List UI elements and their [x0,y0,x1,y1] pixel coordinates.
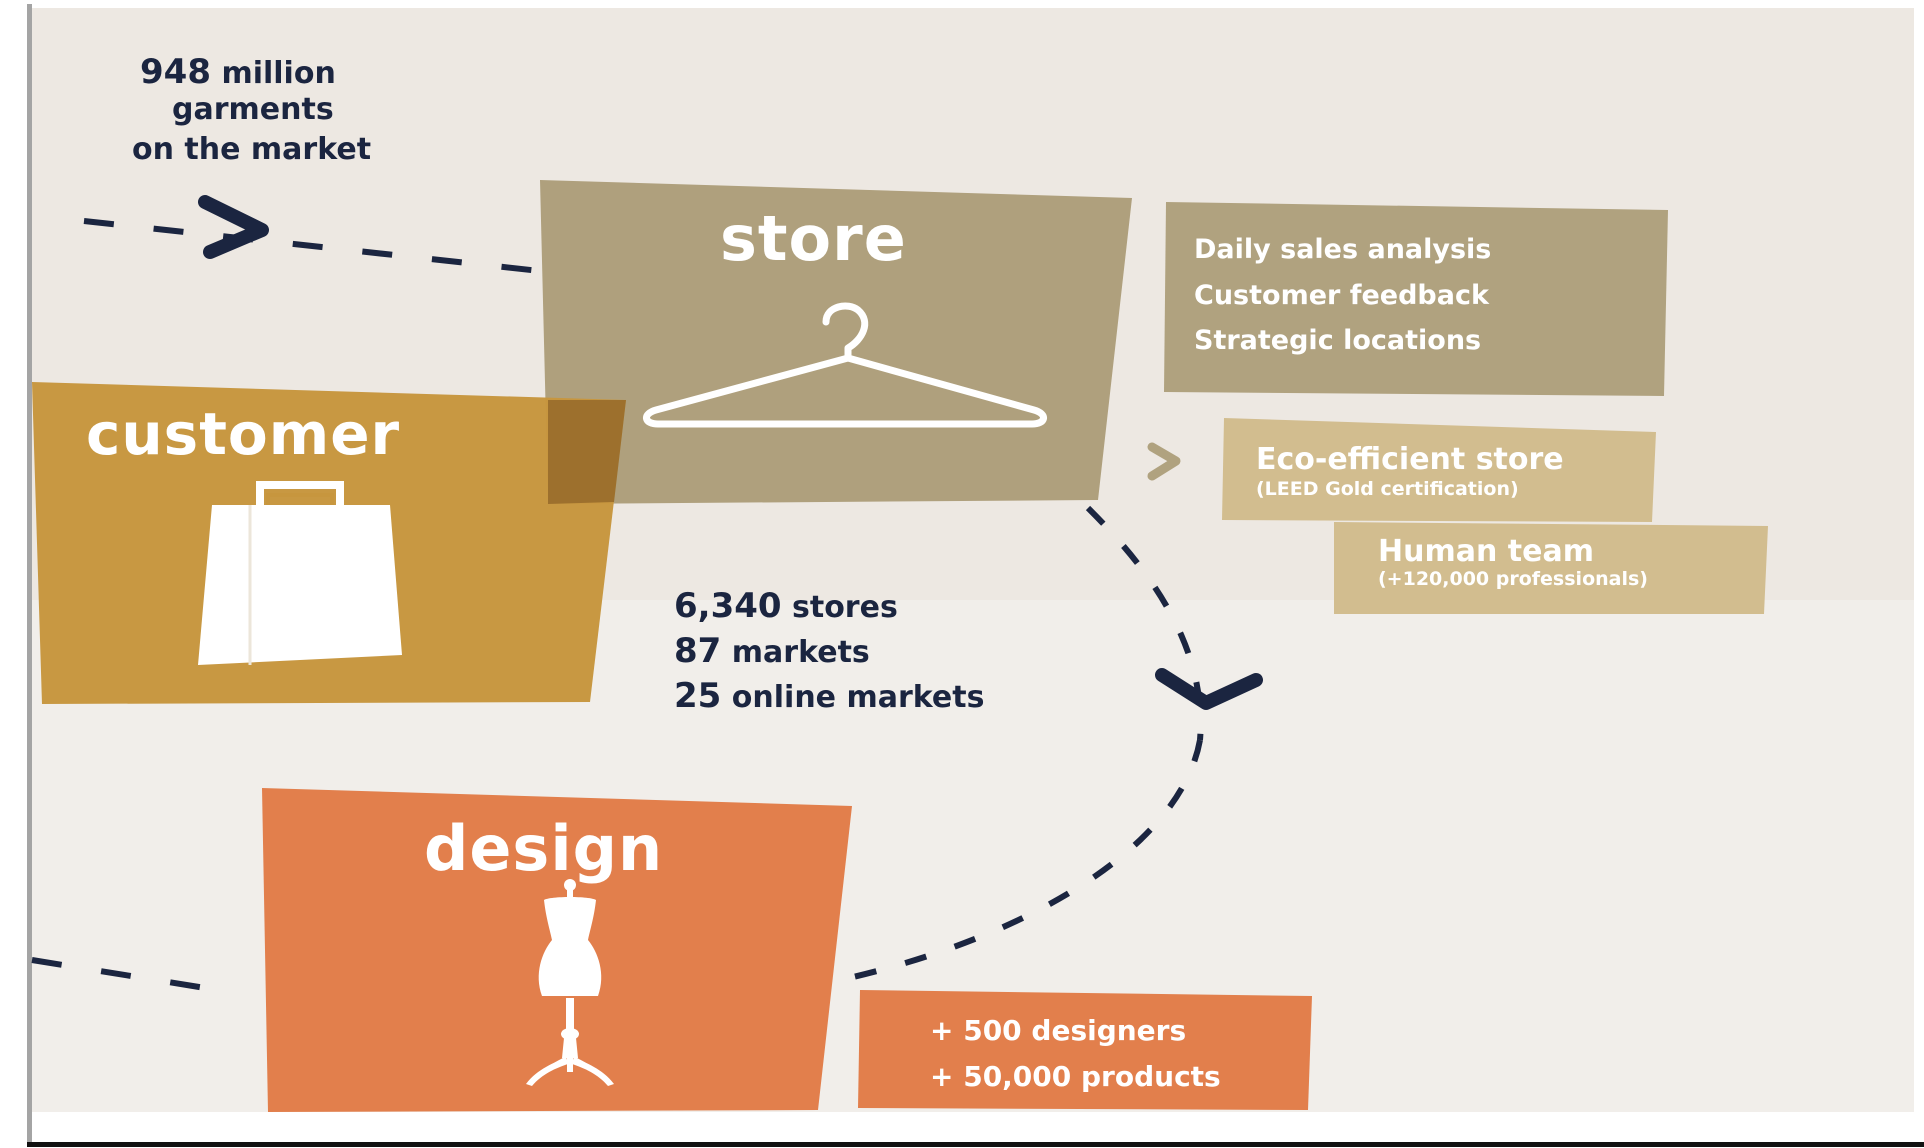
small-chevron-icon [1147,442,1181,481]
stat-markets: 87 markets [674,631,870,671]
stat-markets-label: markets [731,635,870,670]
left-border [27,4,32,1144]
bottom-border [27,1142,1924,1147]
team-subtitle: (+120,000 professionals) [1378,568,1648,590]
stat-stores-label: stores [792,590,898,625]
stat-online-markets: 25 online markets [674,676,984,716]
store-info-item-2: Customer feedback [1194,280,1489,311]
team-title: Human team [1378,534,1594,569]
store-info-item-3: Strategic locations [1194,325,1482,356]
design-info-item-2: + 50,000 products [930,1060,1221,1093]
top-stat-line1: 948 million [140,52,336,92]
eco-subtitle: (LEED Gold certification) [1256,478,1519,500]
stat-stores: 6,340 stores [674,586,898,626]
stat-markets-number: 87 [674,631,722,671]
design-info-tile [858,990,1312,1110]
flow-dash-bottom-left [31,957,231,995]
customer-title: customer [86,400,401,468]
hanger-icon [643,302,1047,428]
flow-dash-top [83,218,541,274]
chevron-down-icon [1155,668,1263,710]
chevron-right-icon [198,195,269,259]
top-stat-line2: garments [172,92,334,127]
stat-stores-number: 6,340 [674,586,782,626]
top-stat-unit: million [221,56,336,91]
mannequin-icon [526,879,614,1086]
stat-online-number: 25 [674,676,722,716]
store-info-tile [1164,202,1668,396]
top-stat-line3: on the market [132,132,372,167]
store-title: store [720,202,907,275]
team-tile [1334,522,1768,614]
top-stat-number: 948 [140,52,211,92]
overlap-region [548,400,626,504]
stat-online-label: online markets [731,680,985,715]
store-info-item-1: Daily sales analysis [1194,234,1492,265]
design-info-item-1: + 500 designers [930,1014,1187,1047]
eco-tile [1222,418,1656,522]
eco-title: Eco-efficient store [1256,442,1564,477]
design-title: design [424,812,664,885]
shopping-bag-icon [198,481,402,665]
flow-dash-lower-right [839,739,1203,983]
